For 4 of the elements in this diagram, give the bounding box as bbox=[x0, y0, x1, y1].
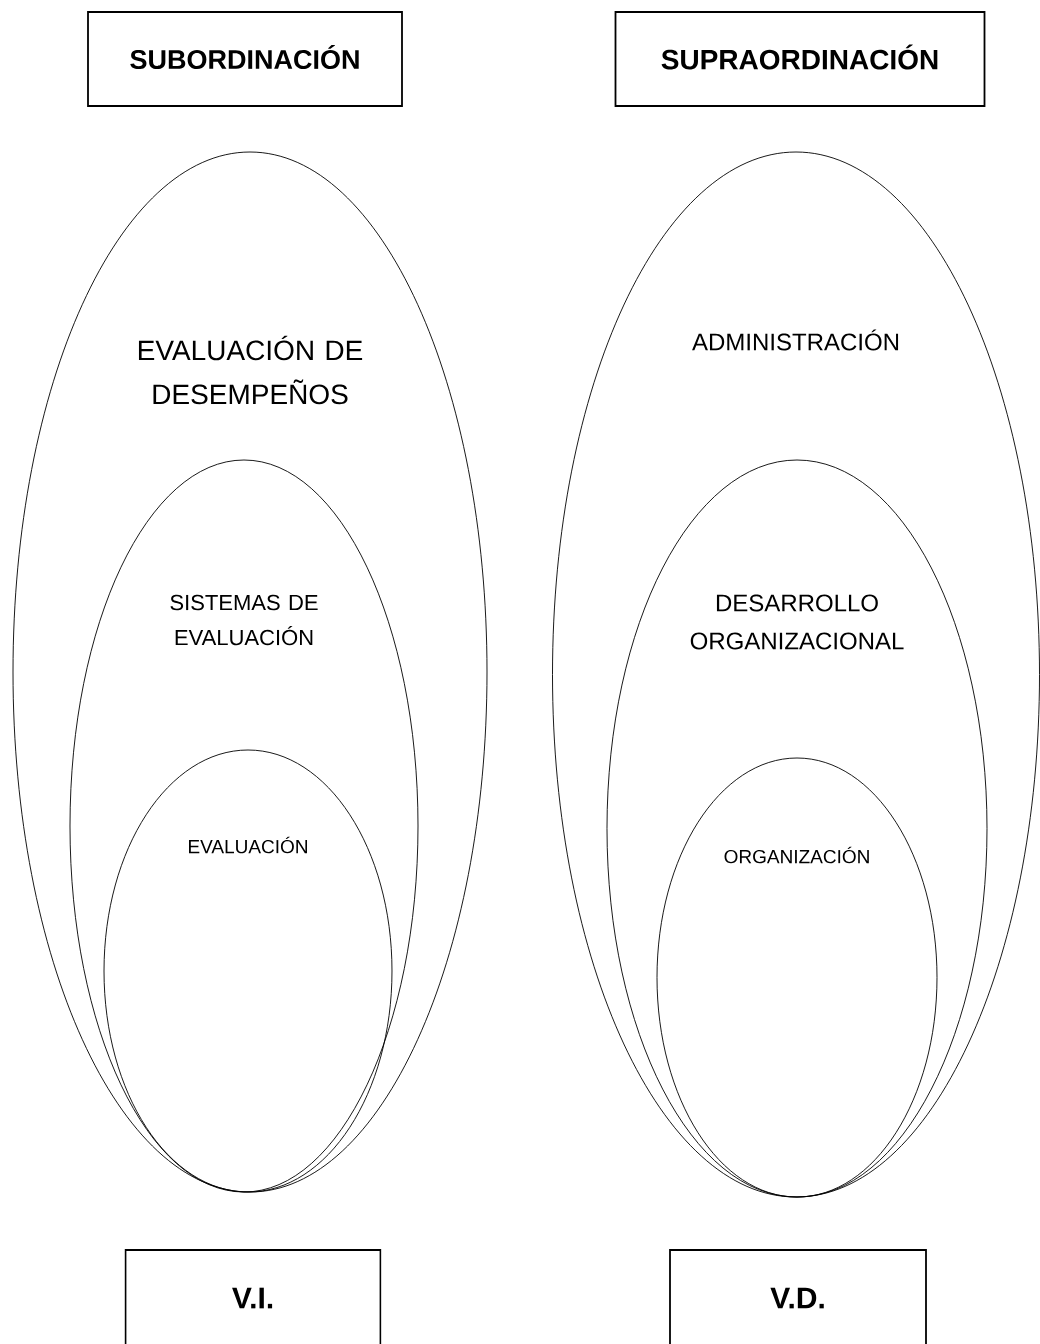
heading-box: SUBORDINACIÓN bbox=[87, 11, 403, 107]
heading-box: V.I. bbox=[124, 1249, 382, 1344]
heading-box: V.D. bbox=[669, 1249, 927, 1344]
heading-box: SUPRAORDINACIÓN bbox=[614, 11, 986, 107]
